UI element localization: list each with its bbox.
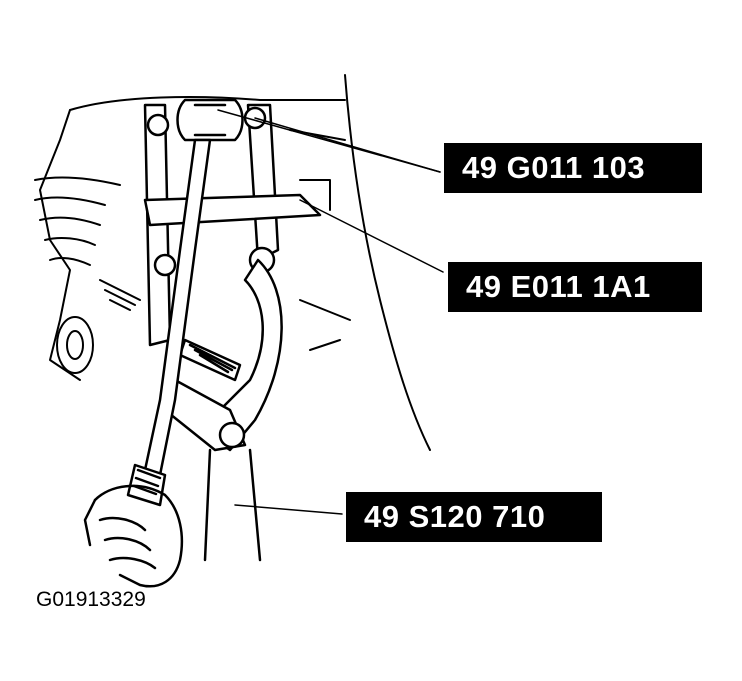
callout-label-2: 49 E011 1A1 xyxy=(448,262,702,312)
callout-label-3: 49 S120 710 xyxy=(346,492,602,542)
callout-label-1: 49 G011 103 xyxy=(444,143,702,193)
leader-lines xyxy=(217,109,444,515)
figure-id: G01913329 xyxy=(36,588,146,611)
leader-line-3 xyxy=(234,504,343,515)
puller-tool-icon xyxy=(143,103,322,562)
engine-block-drawing xyxy=(34,74,431,451)
wrench-icon xyxy=(126,98,244,507)
hand-icon xyxy=(83,484,184,588)
leader-line-2 xyxy=(299,199,444,273)
leader-line-1b xyxy=(254,117,441,173)
